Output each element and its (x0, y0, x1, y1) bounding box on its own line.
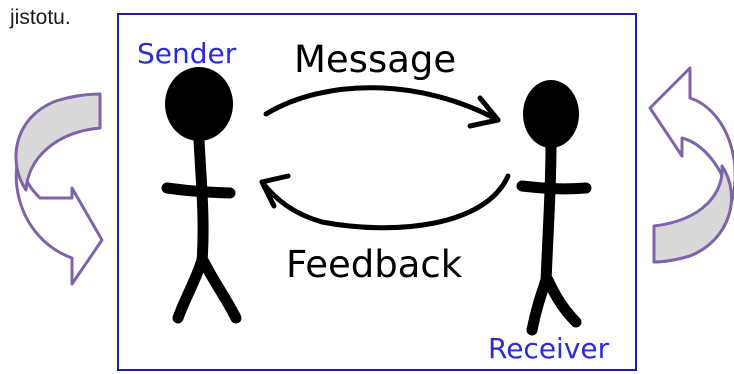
receiver-arms (516, 180, 592, 195)
left-side-arrow-band (14, 92, 102, 192)
receiver-label: Receiver (488, 332, 610, 365)
receiver-head (523, 80, 579, 148)
sender-body (193, 134, 209, 268)
feedback-arrow-head (259, 173, 291, 209)
message-arrow-curve (263, 85, 501, 123)
sender-right-leg (198, 256, 242, 324)
right-side-arrow-band (652, 164, 733, 264)
receiver-right-leg (542, 274, 582, 328)
message-arrow (263, 85, 501, 129)
sender-label: Sender (137, 37, 237, 70)
feedback-label: Feedback (286, 243, 463, 286)
sender-arms (161, 182, 236, 199)
message-label: Message (294, 38, 456, 81)
receiver-figure (516, 80, 592, 336)
caption-text: jistotu. (10, 6, 71, 29)
sender-head (165, 67, 233, 141)
feedback-arrow-curve (259, 173, 511, 231)
message-arrow-head (467, 95, 501, 129)
receiver-body (540, 140, 557, 288)
sender-figure (161, 67, 242, 324)
feedback-arrow (259, 173, 511, 231)
